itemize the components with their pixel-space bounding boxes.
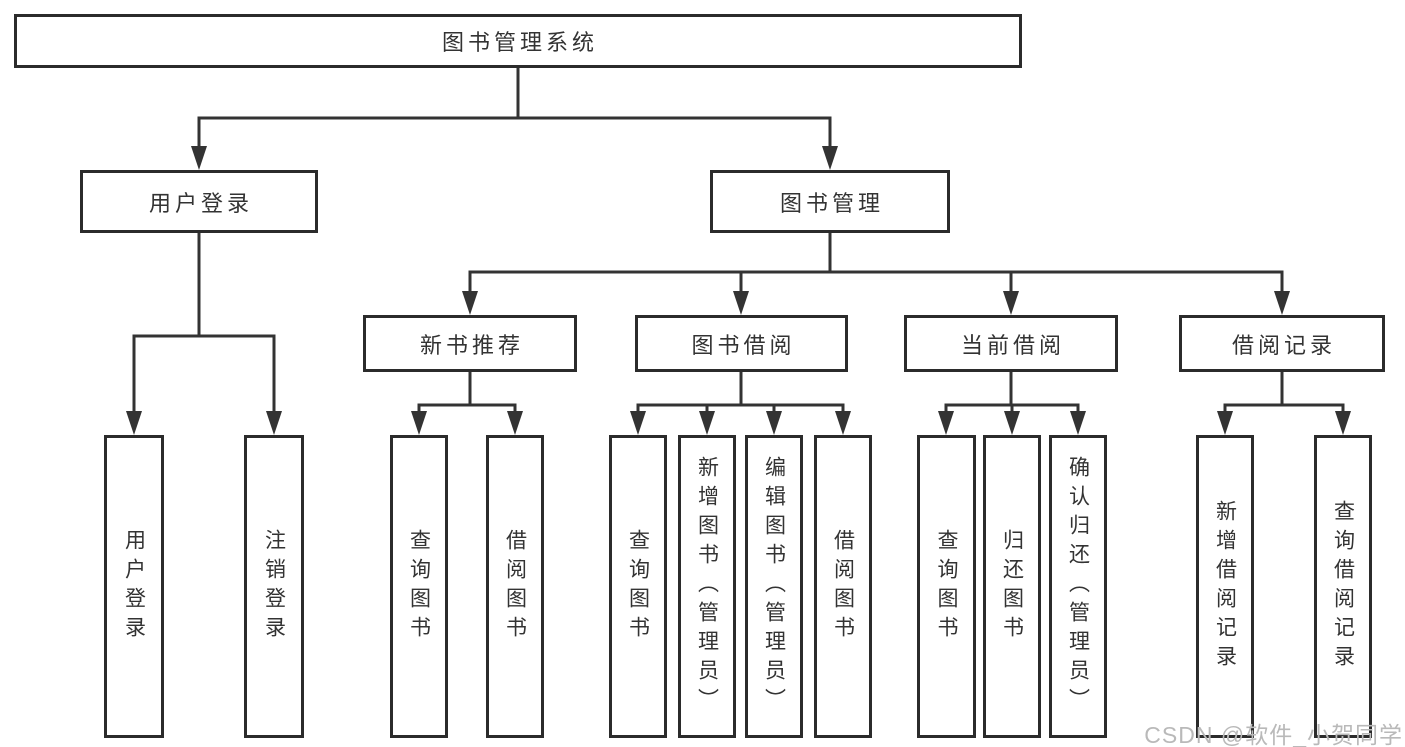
- node-leaf-query-borrow-record: 查询借阅记录: [1314, 435, 1372, 738]
- node-leaf-query-books-recommend: 查询图书: [390, 435, 448, 738]
- node-book-management: 图书管理: [710, 170, 950, 233]
- node-leaf-query-books-current: 查询图书: [917, 435, 976, 738]
- node-book-borrowing: 图书借阅: [635, 315, 848, 372]
- node-leaf-add-book-admin: 新增图书（管理员）: [678, 435, 736, 738]
- node-leaf-user-login: 用户登录: [104, 435, 164, 738]
- node-library-management-system: 图书管理系统: [14, 14, 1022, 68]
- node-borrowing-records: 借阅记录: [1179, 315, 1385, 372]
- node-user-login: 用户登录: [80, 170, 318, 233]
- node-leaf-return-book: 归还图书: [983, 435, 1041, 738]
- node-leaf-borrow-books: 借阅图书: [814, 435, 872, 738]
- node-leaf-edit-book-admin: 编辑图书（管理员）: [745, 435, 803, 738]
- node-leaf-add-borrow-record: 新增借阅记录: [1196, 435, 1254, 738]
- node-current-borrowing: 当前借阅: [904, 315, 1118, 372]
- node-leaf-query-books-borrow: 查询图书: [609, 435, 667, 738]
- node-leaf-confirm-return-admin: 确认归还（管理员）: [1049, 435, 1107, 738]
- csdn-watermark: CSDN @软件_小贺同学: [1144, 722, 1403, 747]
- node-leaf-logout: 注销登录: [244, 435, 304, 738]
- node-new-book-recommendation: 新书推荐: [363, 315, 577, 372]
- node-leaf-borrow-books-recommend: 借阅图书: [486, 435, 544, 738]
